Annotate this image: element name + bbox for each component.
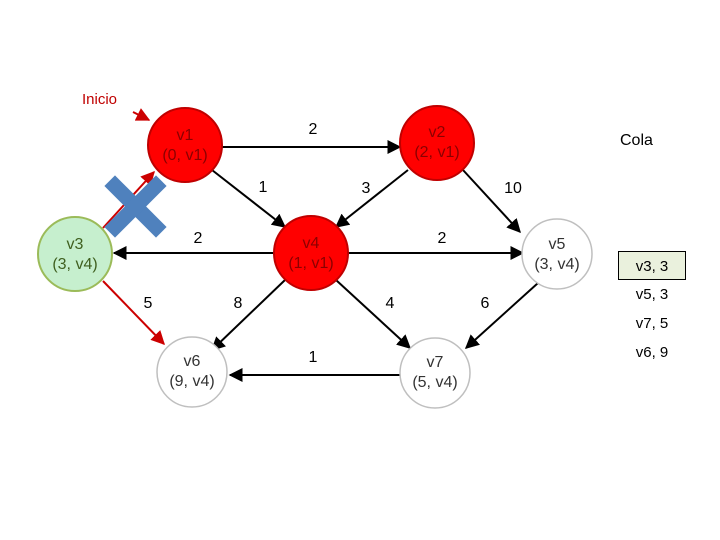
node-v5: v5 (3, v4) (521, 218, 593, 290)
node-v3-name: v3 (67, 236, 84, 253)
edge-v4-v7 (335, 279, 412, 349)
node-v6-circle (156, 336, 228, 408)
node-v6: v6 (9, v4) (156, 336, 228, 408)
queue-list: v3, 3 v5, 3 v7, 5 v6, 9 (618, 251, 686, 367)
node-v2-name: v2 (429, 124, 446, 141)
node-v3: v3 (3, v4) (37, 216, 113, 292)
edge-weight-v5-v7: 6 (481, 295, 490, 312)
node-v6-name: v6 (184, 353, 201, 370)
queue-item: v6, 9 (635, 344, 669, 361)
node-v4-name: v4 (303, 235, 320, 252)
node-v7-circle (399, 337, 471, 409)
queue-title: Cola (620, 132, 653, 149)
node-v3-circle (37, 216, 113, 292)
node-v2: v2 (2, v1) (399, 105, 475, 181)
node-v6-info: (9, v4) (169, 373, 214, 390)
start-arrow (132, 108, 151, 121)
node-v1-name: v1 (177, 127, 194, 144)
node-v7-info: (5, v4) (412, 374, 457, 391)
node-v7: v7 (5, v4) (399, 337, 471, 409)
node-v2-circle (399, 105, 475, 181)
edge-weight-v2-v5: 10 (504, 180, 522, 197)
node-v5-info: (3, v4) (534, 256, 579, 273)
node-v4-info: (1, v1) (288, 255, 333, 272)
queue-item: v5, 3 (635, 286, 669, 303)
node-v4: v4 (1, v1) (273, 215, 349, 291)
edge-v2-v4 (334, 169, 409, 228)
node-v3-info: (3, v4) (52, 256, 97, 273)
edge-v1-v4 (211, 169, 287, 228)
start-label: Inicio (82, 91, 117, 108)
edge-weight-v2-v4: 3 (362, 180, 371, 197)
edge-weight-v4-v6: 8 (234, 295, 243, 312)
queue-item: v7, 5 (635, 315, 669, 332)
edge-weight-v4-v7: 4 (386, 295, 395, 312)
edge-weight-v3-v6: 5 (144, 295, 153, 312)
edge-weight-v7-v6: 1 (309, 349, 318, 366)
edge-v2-v5 (462, 169, 521, 234)
node-v5-circle (521, 218, 593, 290)
edge-v5-v7 (464, 282, 539, 349)
queue-item: v3, 3 (618, 251, 686, 280)
edge-weight-v4-v5: 2 (438, 230, 447, 247)
edge-v3-v6 (102, 280, 165, 346)
edge-v4-v6 (210, 279, 286, 351)
node-v1: v1 (0, v1) (147, 107, 223, 183)
node-v5-name: v5 (549, 236, 566, 253)
node-v4-circle (273, 215, 349, 291)
node-v2-info: (2, v1) (414, 144, 459, 161)
edge-weight-v1-v4: 1 (259, 179, 268, 196)
edge-weight-v4-v3: 2 (194, 230, 203, 247)
node-v1-circle (147, 107, 223, 183)
edge-weight-v1-v2: 2 (309, 121, 318, 138)
cross-icon (104, 175, 167, 238)
node-v7-name: v7 (427, 354, 444, 371)
node-v1-info: (0, v1) (162, 147, 207, 164)
